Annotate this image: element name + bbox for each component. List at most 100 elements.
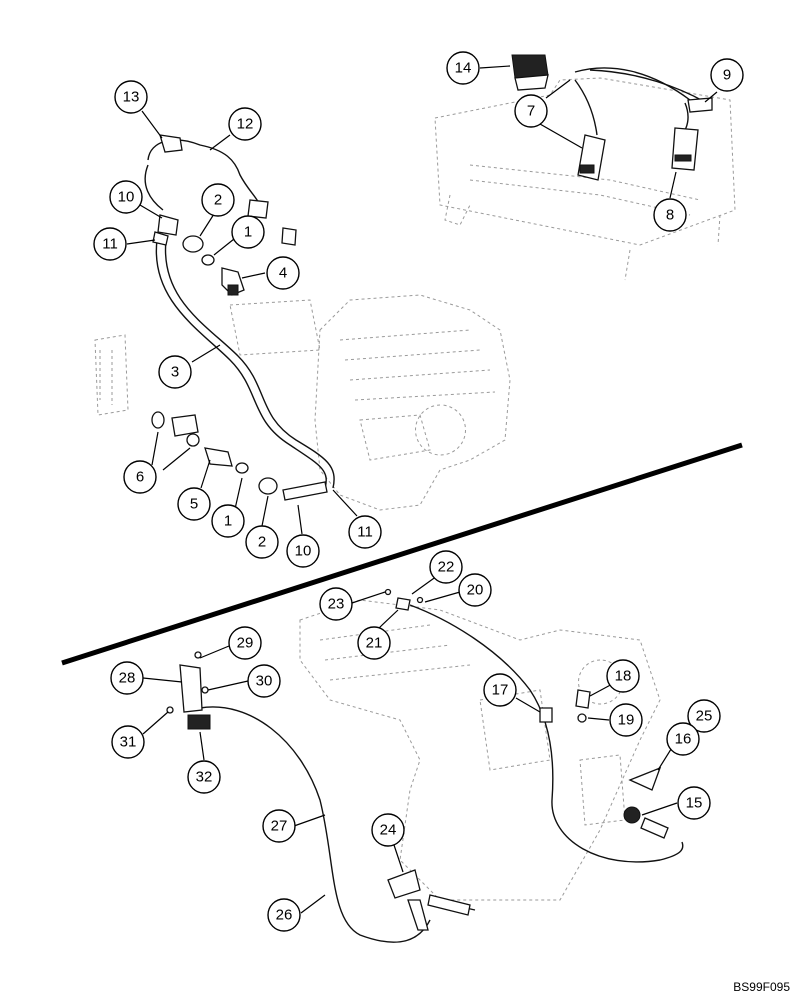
sensor-7 [577, 134, 606, 181]
hose-3 [155, 239, 335, 489]
callout-27: 27 [262, 809, 296, 843]
callout-22: 22 [429, 550, 463, 584]
svg-text:16: 16 [675, 731, 692, 748]
callout-18: 18 [606, 659, 640, 693]
callout-19: 19 [609, 703, 643, 737]
callout-29: 29 [228, 626, 262, 660]
svg-text:32: 32 [196, 769, 213, 786]
callout-26: 26 [267, 898, 301, 932]
bracket-28 [166, 651, 211, 730]
connector-10-top [152, 214, 179, 246]
callout-1: 1 [231, 215, 265, 249]
callout-13: 13 [114, 80, 148, 114]
svg-text:21: 21 [366, 635, 383, 652]
callout-3: 3 [158, 355, 192, 389]
clip-13 [159, 134, 183, 153]
svg-text:15: 15 [686, 795, 703, 812]
callout-9: 9 [710, 58, 744, 92]
sensor-4 [221, 267, 245, 296]
callout-11: 11 [93, 227, 127, 261]
callout-2: 2 [201, 183, 235, 217]
svg-text:6: 6 [136, 469, 144, 486]
callout-14: 14 [446, 51, 480, 85]
callout-7: 7 [514, 94, 548, 128]
svg-text:28: 28 [119, 670, 136, 687]
svg-text:14: 14 [455, 60, 472, 77]
svg-text:8: 8 [666, 207, 674, 224]
svg-text:23: 23 [328, 596, 345, 613]
callouts: 13 12 10 2 11 1 4 3 6 5 1 2 10 11 14 9 7… [93, 51, 744, 932]
callout-4: 4 [266, 256, 300, 290]
engine-ghost-bottom [299, 599, 661, 901]
callout-30: 30 [247, 664, 281, 698]
svg-text:13: 13 [123, 89, 140, 106]
callout-10: 10 [109, 180, 143, 214]
svg-text:2: 2 [214, 192, 222, 209]
svg-text:11: 11 [102, 236, 118, 253]
callout-17: 17 [483, 673, 517, 707]
washer-1-top [201, 254, 215, 266]
cable-26-27 [199, 706, 431, 943]
callout-20: 20 [458, 573, 492, 607]
svg-text:10: 10 [295, 543, 312, 560]
svg-text:10: 10 [118, 189, 135, 206]
wires-7-9 [574, 67, 706, 136]
svg-text:29: 29 [237, 635, 254, 652]
svg-text:25: 25 [696, 708, 713, 725]
callout-32: 32 [187, 760, 221, 794]
connector-15 [623, 806, 669, 839]
callout-1b: 1 [211, 504, 245, 538]
figure-code: BS99F095 [733, 980, 790, 994]
svg-text:2: 2 [258, 534, 266, 551]
callout-15: 15 [677, 786, 711, 820]
svg-text:24: 24 [380, 822, 397, 839]
svg-text:27: 27 [271, 818, 288, 835]
svg-text:22: 22 [438, 559, 455, 576]
clip-17 [539, 707, 553, 723]
svg-text:11: 11 [357, 524, 373, 541]
boot-16 [628, 766, 662, 791]
svg-text:1: 1 [224, 513, 232, 530]
svg-text:3: 3 [171, 364, 179, 381]
callout-8: 8 [653, 198, 687, 232]
svg-text:20: 20 [467, 582, 484, 599]
nut-2-top [182, 235, 204, 253]
cable-21 [409, 604, 684, 863]
callout-28: 28 [110, 661, 144, 695]
callout-23: 23 [319, 587, 353, 621]
engine-ghost-top [94, 294, 511, 511]
bracket-9 [687, 97, 713, 113]
callout-16: 16 [666, 722, 700, 756]
callout-11b: 11 [348, 515, 382, 549]
sensor-8 [671, 127, 699, 171]
leaders [126, 65, 718, 914]
svg-text:17: 17 [492, 682, 509, 699]
handle-24 [387, 869, 471, 931]
callout-10b: 10 [286, 534, 320, 568]
svg-text:7: 7 [527, 103, 535, 120]
callout-21: 21 [357, 626, 391, 660]
fittings-6 [151, 411, 328, 501]
callout-5: 5 [177, 487, 211, 521]
svg-text:12: 12 [237, 116, 254, 133]
switch-14 [511, 54, 549, 91]
svg-text:4: 4 [279, 265, 287, 282]
svg-text:26: 26 [276, 907, 293, 924]
callout-6: 6 [123, 460, 157, 494]
callout-25: 25 [687, 699, 721, 733]
callout-2b: 2 [245, 525, 279, 559]
svg-text:5: 5 [190, 496, 198, 513]
svg-text:30: 30 [256, 673, 273, 690]
bolt-18-19 [575, 689, 591, 723]
svg-text:9: 9 [723, 67, 731, 84]
clamp-21-parts [384, 588, 424, 611]
svg-text:18: 18 [615, 668, 632, 685]
svg-text:31: 31 [120, 734, 137, 751]
section-divider [61, 442, 743, 666]
callout-31: 31 [111, 725, 145, 759]
plug-12-end [247, 199, 297, 246]
svg-text:1: 1 [244, 224, 252, 241]
svg-text:19: 19 [618, 712, 635, 729]
